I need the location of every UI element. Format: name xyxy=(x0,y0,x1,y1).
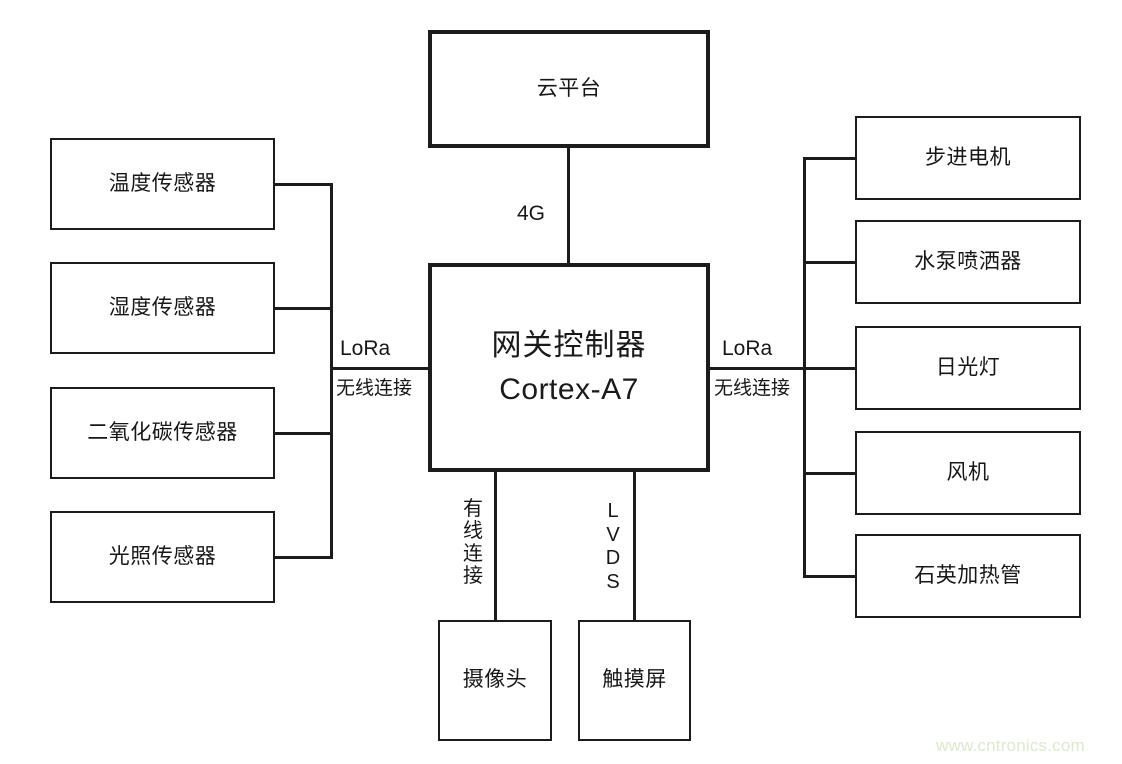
node-quartz-heating-tube-label: 石英加热管 xyxy=(914,563,1022,587)
edge-label-right-wireless: 无线连接 xyxy=(714,378,791,399)
edge-temperature-sensor-stub xyxy=(275,183,333,186)
node-daylight-lamp-label: 日光灯 xyxy=(935,355,1001,379)
node-gateway-controller[interactable]: 网关控制器 Cortex-A7 xyxy=(428,263,710,472)
edge-cloud-to-gateway xyxy=(567,148,570,263)
node-water-pump-sprinkler[interactable]: 水泵喷洒器 xyxy=(855,220,1081,304)
node-light-sensor-label: 光照传感器 xyxy=(108,544,217,568)
node-camera[interactable]: 摄像头 xyxy=(438,620,552,741)
edge-fan-stub xyxy=(803,472,857,475)
node-temperature-sensor[interactable]: 温度传感器 xyxy=(50,138,275,230)
node-stepper-motor-label: 步进电机 xyxy=(925,145,1011,169)
edge-co2-sensor-stub xyxy=(275,432,333,435)
edge-gateway-to-camera xyxy=(494,470,497,622)
edge-label-left-wireless: 无线连接 xyxy=(336,378,413,399)
node-humidity-sensor[interactable]: 湿度传感器 xyxy=(50,262,275,354)
edge-humidity-sensor-stub xyxy=(275,307,333,310)
edge-left-sensor-bus xyxy=(330,183,333,559)
node-daylight-lamp[interactable]: 日光灯 xyxy=(855,326,1081,410)
edge-label-right-lora: LoRa xyxy=(722,337,773,360)
node-camera-label: 摄像头 xyxy=(462,668,528,692)
node-light-sensor[interactable]: 光照传感器 xyxy=(50,511,275,603)
edge-quartz-tube-stub xyxy=(803,575,857,578)
node-stepper-motor[interactable]: 步进电机 xyxy=(855,116,1081,200)
node-fan-label: 风机 xyxy=(946,460,990,484)
edge-label-4g: 4G xyxy=(516,202,545,225)
watermark-cntronics: www.cntronics.com xyxy=(936,736,1085,755)
node-gateway-controller-title: 网关控制器 xyxy=(491,329,647,362)
node-water-pump-sprinkler-label: 水泵喷洒器 xyxy=(914,249,1022,273)
node-humidity-sensor-label: 湿度传感器 xyxy=(108,295,217,319)
edge-gateway-to-right-bus xyxy=(708,367,806,370)
edge-left-bus-to-gateway xyxy=(330,367,430,370)
edge-label-left-lora: LoRa xyxy=(340,337,391,360)
node-fan[interactable]: 风机 xyxy=(855,431,1081,515)
node-co2-sensor-label: 二氧化碳传感器 xyxy=(87,420,238,444)
node-temperature-sensor-label: 温度传感器 xyxy=(108,171,217,195)
edge-label-wired-connection: 有线连接 xyxy=(463,498,483,588)
node-touchscreen[interactable]: 触摸屏 xyxy=(578,620,691,741)
node-quartz-heating-tube[interactable]: 石英加热管 xyxy=(855,534,1081,618)
node-gateway-controller-soc: Cortex-A7 xyxy=(499,372,639,406)
edge-water-pump-stub xyxy=(803,261,857,264)
edge-light-sensor-stub xyxy=(275,556,333,559)
edge-daylight-lamp-stub xyxy=(803,367,857,370)
edge-stepper-motor-stub xyxy=(803,157,857,160)
edge-gateway-to-touchscreen xyxy=(633,470,636,622)
node-cloud-platform[interactable]: 云平台 xyxy=(428,30,710,148)
node-co2-sensor[interactable]: 二氧化碳传感器 xyxy=(50,387,275,479)
node-touchscreen-label: 触摸屏 xyxy=(602,668,667,692)
node-cloud-platform-label: 云平台 xyxy=(536,76,602,100)
